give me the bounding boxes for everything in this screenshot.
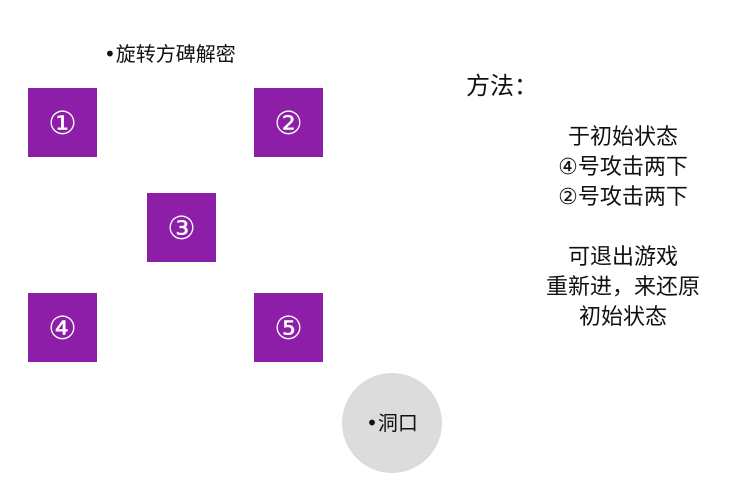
method-gap (510, 213, 736, 243)
method-line-1: 于初始状态 (567, 125, 678, 150)
method-line-7: 初始状态 (578, 305, 667, 330)
tile-4-label: ④ (48, 308, 77, 347)
tile-2-label: ② (274, 103, 303, 142)
method-steps: 于初始状态 ④号攻击两下 ②号攻击两下 可退出游戏 重新进，来还原 初始状态 (510, 123, 736, 333)
method-line-2: ④号攻击两下 (558, 155, 688, 180)
tile-3-label: ③ (167, 208, 196, 247)
tile-2: ② (254, 88, 323, 157)
method-line-3: ②号攻击两下 (558, 185, 688, 210)
tile-1-label: ① (48, 103, 77, 142)
cave-label: •洞口 (366, 411, 418, 435)
puzzle-title: •旋转方碑解密 (104, 42, 236, 66)
tile-5-label: ⑤ (274, 308, 303, 347)
tile-1: ① (28, 88, 97, 157)
cave-entrance: •洞口 (342, 373, 442, 473)
tile-4: ④ (28, 293, 97, 362)
method-line-6: 重新进，来还原 (545, 275, 700, 300)
method-heading: 方法： (466, 72, 538, 100)
tile-5: ⑤ (254, 293, 323, 362)
method-line-5: 可退出游戏 (567, 245, 678, 270)
tile-3: ③ (147, 193, 216, 262)
